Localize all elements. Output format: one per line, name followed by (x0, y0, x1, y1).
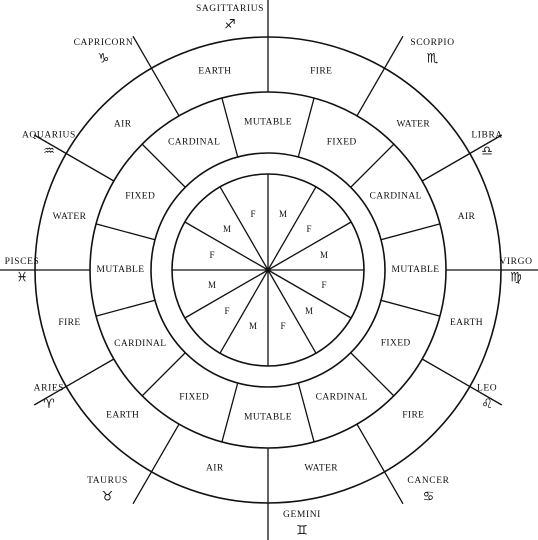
element-spoke (132, 35, 180, 117)
modality-label: CARDINAL (168, 137, 220, 147)
modality-label: MUTABLE (97, 265, 145, 275)
polarity-label: M (279, 209, 287, 219)
modality-ring (150, 152, 386, 388)
sign-glyph-icon: ♑ (98, 51, 110, 66)
polarity-label: M (305, 306, 313, 316)
polarity-spoke (219, 269, 269, 354)
sign-glyph-icon: ♊ (296, 524, 308, 539)
sign-glyph-icon: ♋ (423, 490, 435, 505)
sign-name-scorpio: SCORPIO (410, 38, 454, 48)
sign-glyph-icon: ♓ (16, 271, 28, 286)
element-label: WATER (396, 120, 430, 130)
polarity-label: F (224, 306, 229, 316)
element-label: WATER (53, 212, 87, 222)
sign-name-cancer: CANCER (407, 476, 449, 486)
wheel-labels: EARTH CARDINAL F CAPRICORN ♑ FIRE MUTABLE M SAGI… (5, 4, 532, 539)
modality-label: CARDINAL (316, 393, 368, 403)
element-label: EARTH (106, 410, 139, 420)
polarity-label: F (321, 280, 326, 290)
element-spoke (132, 423, 180, 505)
element-label: FIRE (402, 410, 424, 420)
sign-glyph-icon: ♒ (43, 144, 55, 159)
modality-spoke (95, 223, 156, 241)
element-spoke (421, 358, 503, 406)
modality-spoke (221, 382, 239, 443)
modality-spoke (297, 382, 315, 443)
modality-label: FIXED (125, 191, 155, 201)
modality-label: CARDINAL (370, 191, 422, 201)
modality-spoke (95, 299, 156, 317)
polarity-label: M (223, 224, 231, 234)
polarity-label: F (280, 321, 285, 331)
modality-label: FIXED (327, 137, 357, 147)
polarity-spoke (267, 221, 352, 271)
sign-glyph-icon: ♈ (43, 397, 55, 412)
element-spoke (421, 134, 503, 182)
modality-label: MUTABLE (392, 265, 440, 275)
modality-spoke (221, 97, 239, 158)
polarity-spoke (184, 269, 269, 319)
sign-name-gemini: GEMINI (283, 510, 321, 520)
element-label: FIRE (58, 318, 80, 328)
modality-spoke (141, 143, 186, 188)
sign-glyph-icon: ♎ (481, 144, 493, 159)
element-label: AIR (114, 120, 132, 130)
element-spoke (33, 358, 115, 406)
sign-name-leo: LEO (477, 384, 497, 394)
sign-glyph-icon: ♍ (510, 271, 522, 286)
element-spoke (33, 134, 115, 182)
sign-name-virgo: VIRGO (499, 257, 532, 267)
element-spoke (356, 35, 404, 117)
modality-spoke (380, 223, 441, 241)
polarity-spoke (219, 186, 269, 271)
modality-spoke (350, 352, 395, 397)
modality-spoke (297, 97, 315, 158)
polarity-spoke (267, 186, 317, 271)
polarity-label: F (209, 250, 214, 260)
sign-glyph-icon: ♐ (224, 18, 236, 33)
polarity-label: F (306, 224, 311, 234)
element-label: AIR (206, 464, 224, 474)
polarity-spoke (184, 221, 269, 271)
sign-name-aquarius: AQUARIUS (22, 131, 76, 141)
sign-glyph-icon: ♌ (481, 397, 493, 412)
element-label: EARTH (450, 318, 483, 328)
sign-glyph-icon: ♉ (102, 490, 114, 505)
modality-label: FIXED (179, 393, 209, 403)
element-spoke (356, 423, 404, 505)
element-label: FIRE (310, 67, 332, 77)
polarity-label: M (320, 250, 328, 260)
sign-name-libra: LIBRA (471, 131, 503, 141)
polarity-label: F (250, 209, 255, 219)
sign-glyph-icon: ♏ (427, 51, 439, 66)
polarity-label: M (249, 321, 257, 331)
sign-name-aries: ARIES (34, 384, 64, 394)
modality-spoke (141, 352, 186, 397)
modality-label: FIXED (381, 339, 411, 349)
polarity-spoke (267, 269, 317, 354)
modality-label: MUTABLE (244, 413, 292, 423)
element-label: EARTH (198, 67, 231, 77)
polarity-spoke (267, 269, 352, 319)
modality-spoke (380, 299, 441, 317)
modality-label: MUTABLE (244, 118, 292, 128)
polarity-label: M (208, 280, 216, 290)
sign-name-taurus: TAURUS (87, 476, 128, 486)
sign-name-capricorn: CAPRICORN (74, 38, 134, 48)
sign-name-pisces: PISCES (5, 257, 40, 267)
sign-name-sagittarius: SAGITTARIUS (196, 4, 264, 14)
modality-label: CARDINAL (114, 339, 166, 349)
element-label: AIR (458, 212, 476, 222)
modality-spoke (350, 143, 395, 188)
element-label: WATER (304, 464, 338, 474)
